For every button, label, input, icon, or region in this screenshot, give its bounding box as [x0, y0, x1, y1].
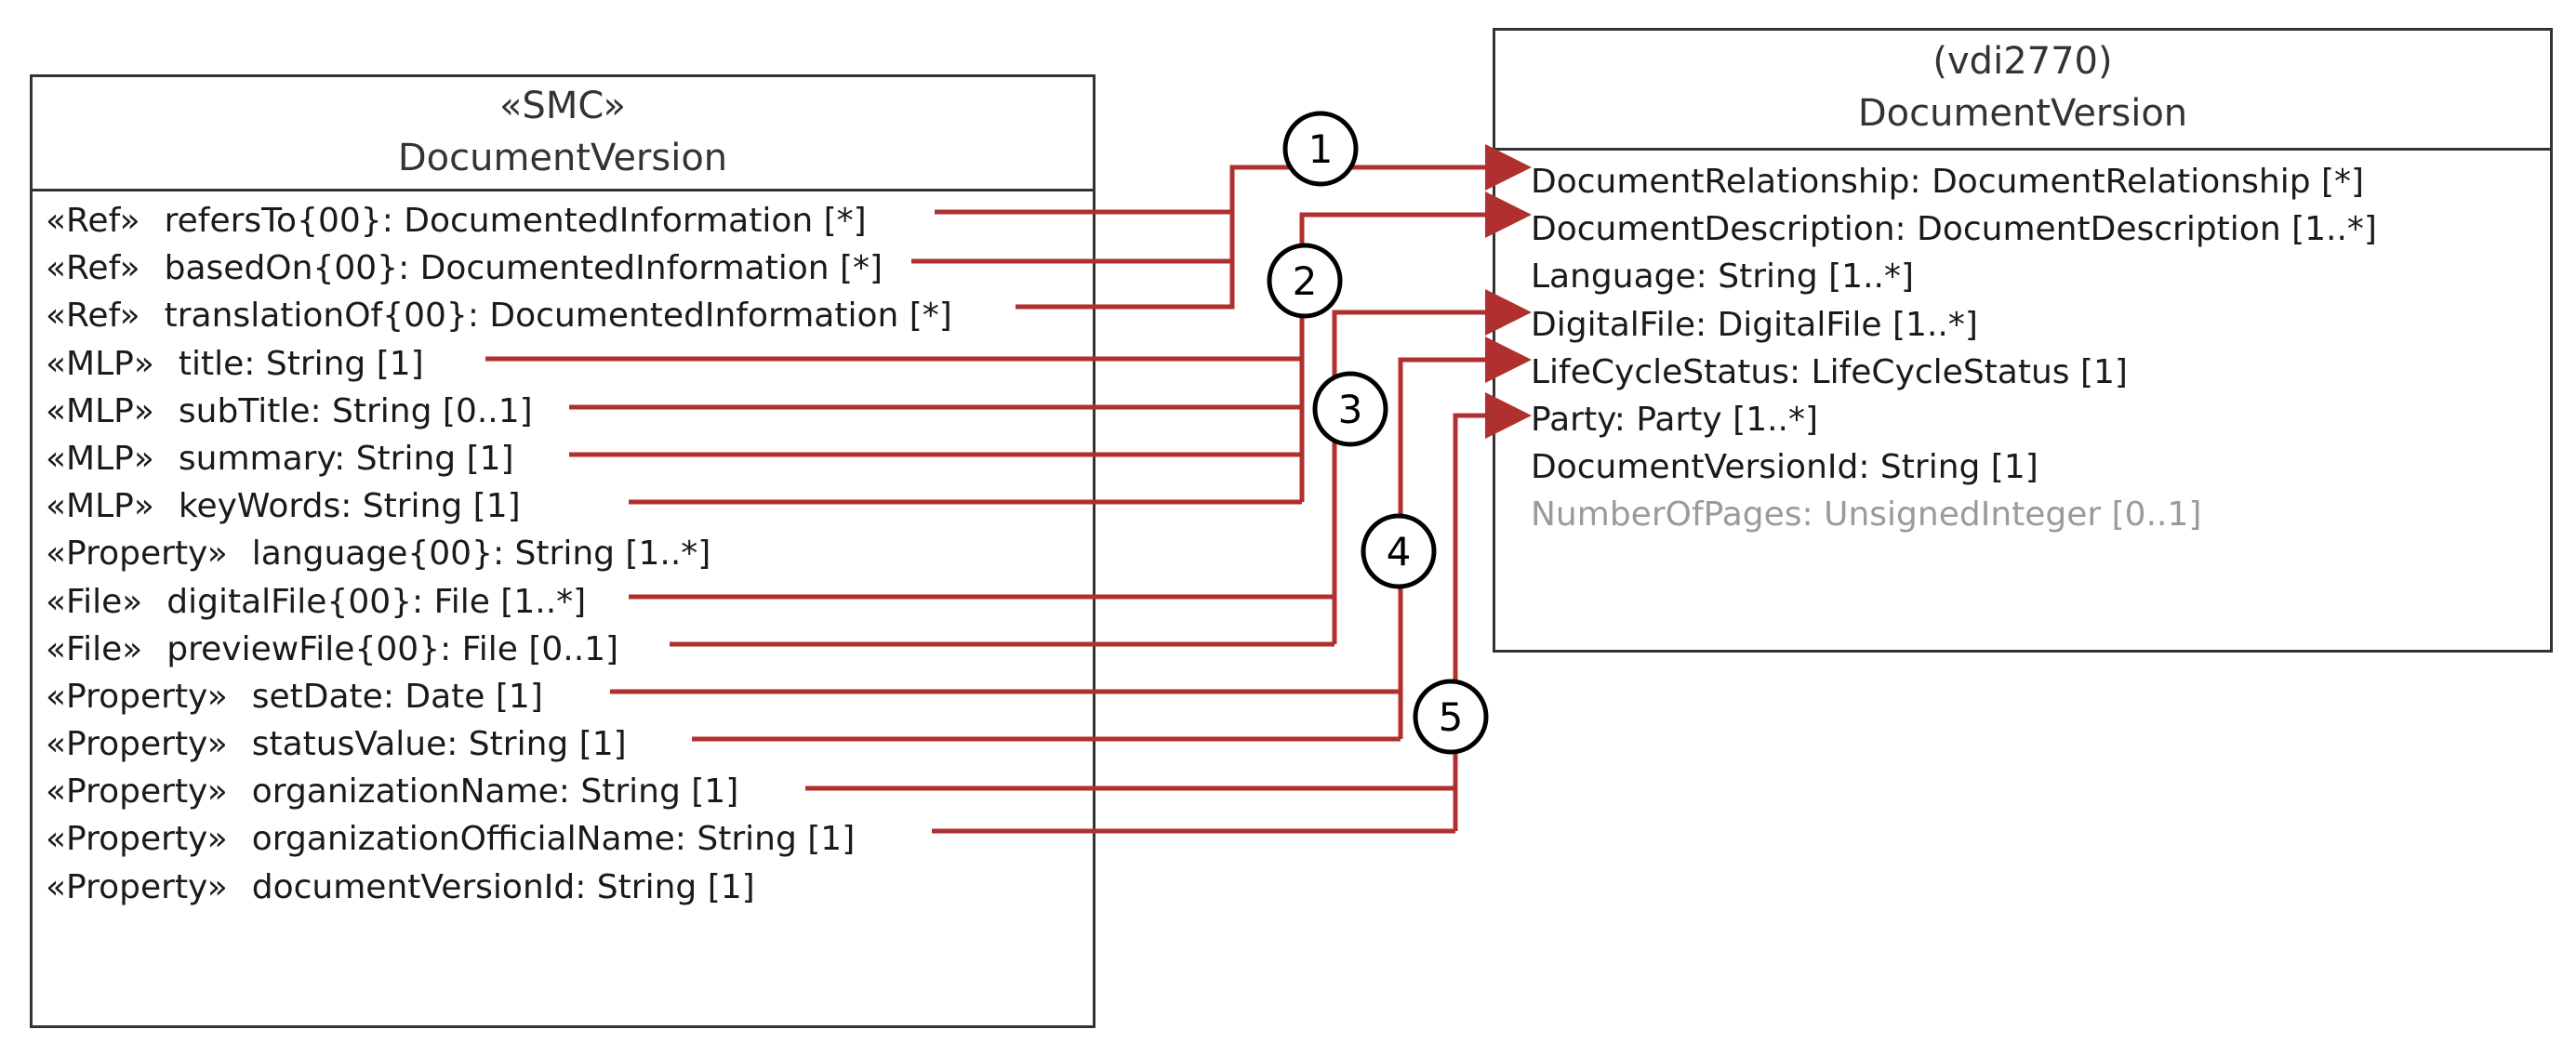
attribute-stereotype: «MLP»: [46, 487, 154, 526]
connector-1-branch: [1016, 212, 1235, 310]
attribute-row: «MLP» keyWords: String [1]: [46, 482, 1093, 530]
class-header: «SMC» DocumentVersion: [33, 77, 1093, 191]
attribute-signature: previewFile{00}: File [0..1]: [166, 629, 619, 668]
attribute-row: «Property» organizationOfficialName: Stri…: [46, 815, 1093, 863]
smc-document-version-class: «SMC» DocumentVersion «Ref» refersTo{00}:…: [30, 74, 1095, 1028]
connector-4: [1398, 337, 1532, 739]
attribute-row: «Property» documentVersionId: String [1]: [46, 864, 1093, 911]
class-name: DocumentVersion: [397, 137, 728, 179]
marker-1: 1: [1282, 111, 1359, 187]
attribute-row: «Property» statusValue: String [1]: [46, 720, 1093, 768]
attribute-signature: language{00}: String [1..*]: [251, 535, 711, 574]
attribute-row: DigitalFile: DigitalFile [1..*]: [1531, 305, 1978, 344]
attribute-row: DocumentVersionId: String [1]: [1531, 448, 2038, 487]
marker-2-label: 2: [1293, 258, 1318, 304]
attribute-row: DocumentDescription: DocumentDescription…: [1531, 210, 2377, 249]
attribute-row: «Ref» translationOf{00}: DocumentedInform…: [46, 292, 1093, 339]
class-name: DocumentVersion: [1857, 92, 2188, 135]
attribute-row: «MLP» summary: String [1]: [46, 435, 1093, 482]
attribute-signature: refersTo{00}: DocumentedInformation [*]: [164, 202, 867, 240]
marker-3: 3: [1312, 371, 1388, 447]
attribute-row: «Property» setDate: Date [1]: [46, 673, 1093, 720]
marker-5: 5: [1413, 679, 1489, 755]
attribute-signature: statusValue: String [1]: [251, 725, 627, 764]
marker-4-label: 4: [1387, 529, 1412, 574]
class-header: (vdi2770) DocumentVersion: [1495, 31, 2550, 151]
attribute-row: «File» previewFile{00}: File [0..1]: [46, 626, 1093, 673]
marker-3-label: 3: [1338, 387, 1363, 432]
attribute-row: «Ref» basedOn{00}: DocumentedInformation …: [46, 244, 1093, 292]
connector-3: [1332, 289, 1532, 644]
attribute-row: DocumentRelationship: DocumentRelationsh…: [1531, 163, 2365, 201]
attribute-signature: setDate: Date [1]: [251, 677, 543, 716]
attribute-stereotype: «Property»: [46, 820, 228, 859]
attribute-stereotype: «MLP»: [46, 344, 154, 383]
attribute-stereotype: «Property»: [46, 535, 228, 574]
attribute-row: «MLP» title: String [1]: [46, 340, 1093, 388]
attribute-row: «MLP» subTitle: String [0..1]: [46, 388, 1093, 435]
attribute-stereotype: «Property»: [46, 677, 228, 716]
attribute-signature: basedOn{00}: DocumentedInformation [*]: [164, 249, 883, 288]
attribute-stereotype: «File»: [46, 629, 143, 668]
attribute-stereotype: «MLP»: [46, 391, 154, 430]
attribute-list: «Ref» refersTo{00}: DocumentedInformation…: [33, 191, 1093, 911]
attribute-row: «File» digitalFile{00}: File [1..*]: [46, 578, 1093, 626]
attribute-row: LifeCycleStatus: LifeCycleStatus [1]: [1531, 352, 2128, 391]
attribute-row-optional: NumberOfPages: UnsignedInteger [0..1]: [1531, 495, 2202, 535]
attribute-stereotype: «Ref»: [46, 249, 140, 288]
marker-2: 2: [1267, 243, 1343, 319]
marker-5-label: 5: [1439, 694, 1464, 740]
vdi2770-document-version-class: (vdi2770) DocumentVersion DocumentRelati…: [1493, 28, 2553, 653]
attribute-signature: documentVersionId: String [1]: [251, 867, 755, 906]
attribute-stereotype: «Property»: [46, 725, 228, 764]
connector-1: [935, 144, 1532, 215]
connector-5: [1453, 392, 1532, 831]
attribute-row: «Property» language{00}: String [1..*]: [46, 530, 1093, 577]
class-stereotype: «SMC»: [498, 85, 627, 127]
attribute-stereotype: «MLP»: [46, 439, 154, 478]
attribute-stereotype: «File»: [46, 582, 143, 621]
attribute-list: DocumentRelationship: DocumentRelationsh…: [1495, 151, 2550, 539]
attribute-stereotype: «Property»: [46, 772, 228, 812]
attribute-row: «Ref» refersTo{00}: DocumentedInformation…: [46, 197, 1093, 244]
attribute-row: Language: String [1..*]: [1531, 257, 1914, 297]
attribute-signature: summary: String [1]: [178, 439, 514, 478]
marker-1-label: 1: [1308, 126, 1334, 172]
attribute-signature: digitalFile{00}: File [1..*]: [166, 582, 587, 621]
attribute-signature: keyWords: String [1]: [178, 487, 521, 526]
attribute-signature: subTitle: String [0..1]: [178, 391, 533, 430]
attribute-signature: organizationName: String [1]: [251, 772, 739, 812]
attribute-signature: translationOf{00}: DocumentedInformation…: [164, 297, 952, 336]
class-stereotype: (vdi2770): [1932, 40, 2113, 83]
attribute-row: Party: Party [1..*]: [1531, 400, 1819, 439]
attribute-row: «Property» organizationName: String [1]: [46, 768, 1093, 815]
attribute-stereotype: «Ref»: [46, 297, 140, 336]
attribute-stereotype: «Ref»: [46, 202, 140, 240]
attribute-signature: title: String [1]: [178, 344, 424, 383]
attribute-signature: organizationOfficialName: String [1]: [251, 820, 856, 859]
marker-4: 4: [1361, 513, 1437, 589]
attribute-stereotype: «Property»: [46, 867, 228, 906]
